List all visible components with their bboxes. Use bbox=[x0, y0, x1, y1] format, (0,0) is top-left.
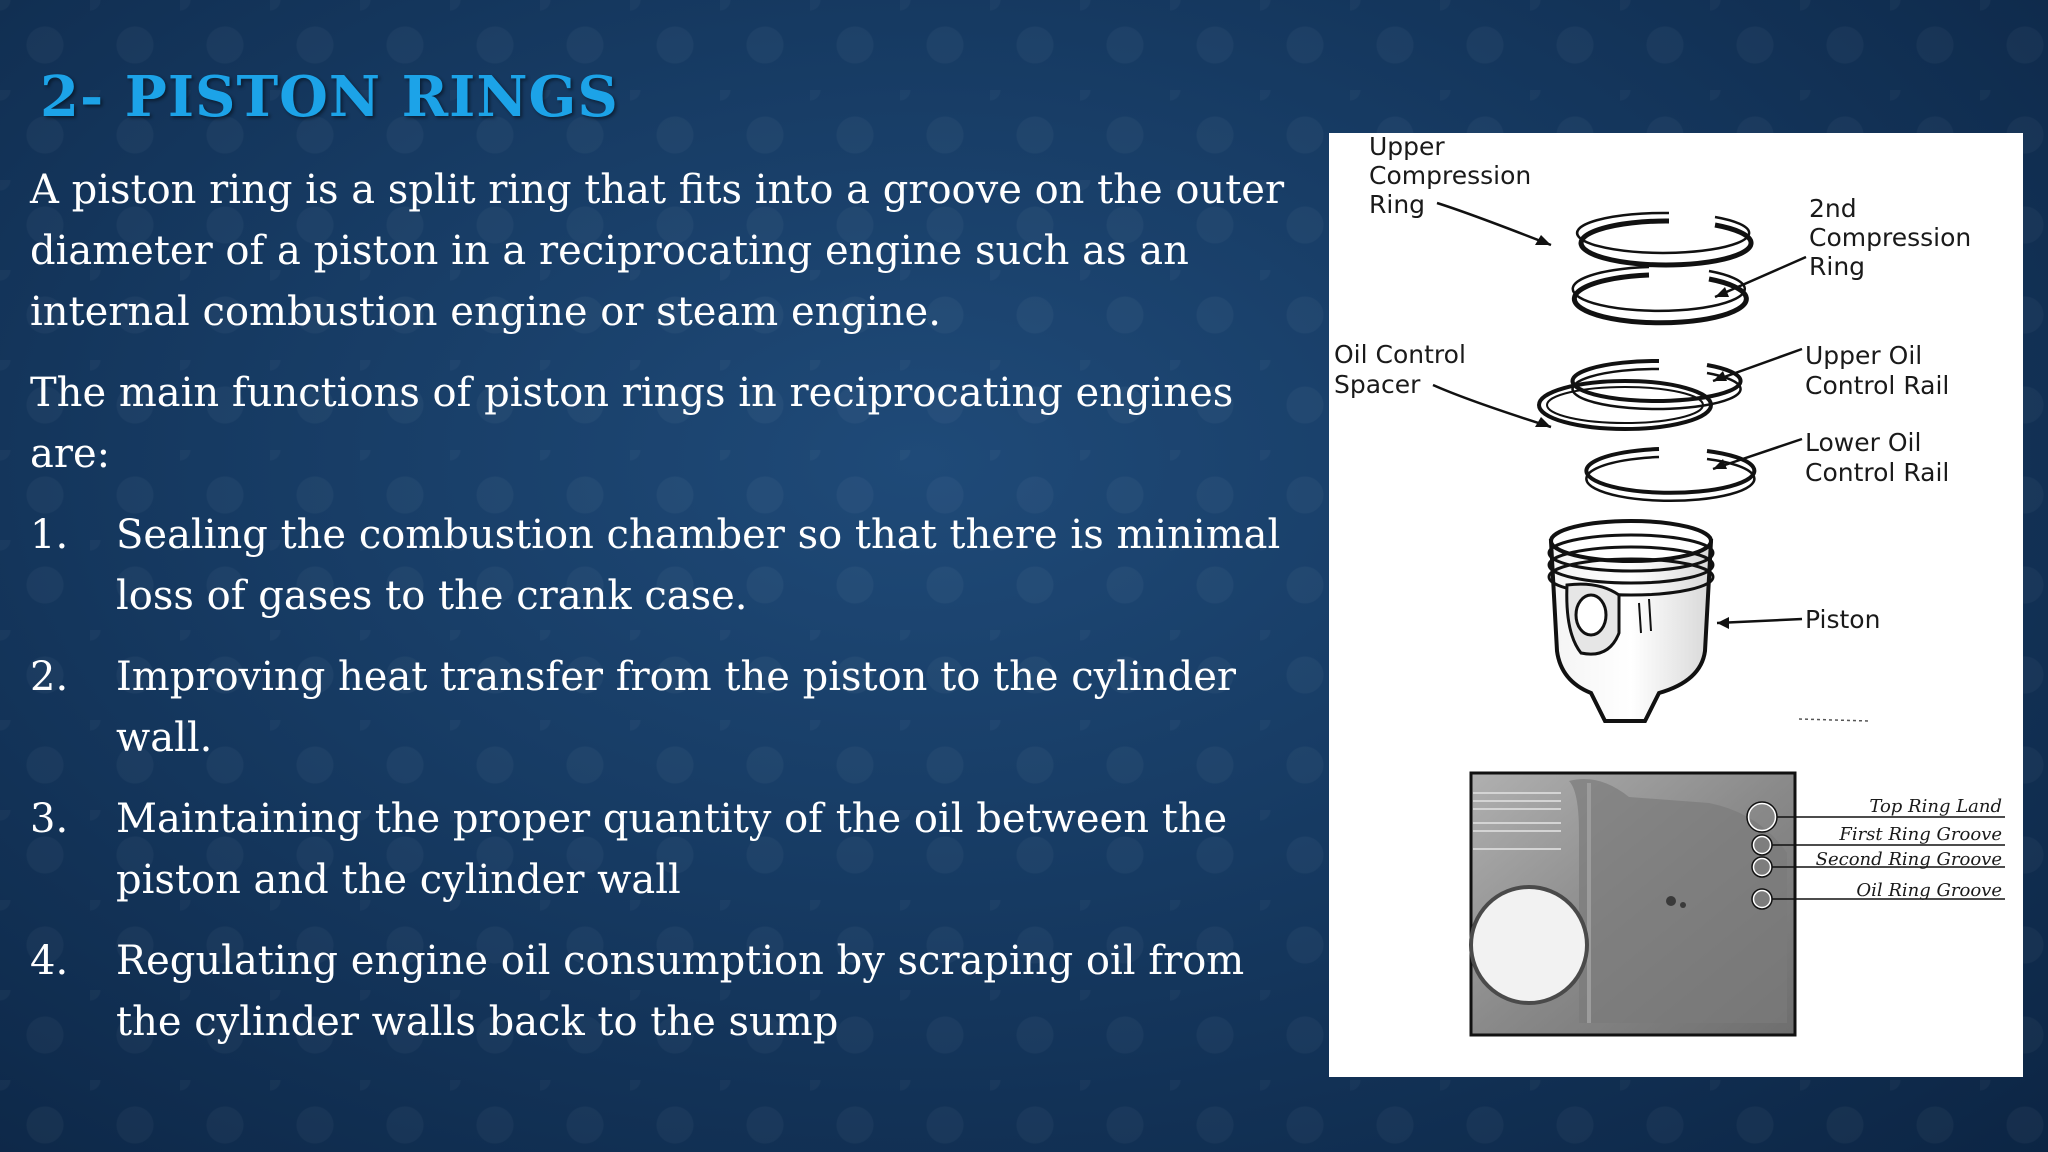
piston-illustration bbox=[1547, 519, 1715, 723]
label-lower-oil-line2: Control Rail bbox=[1805, 458, 1949, 487]
list-item-text: Improving heat transfer from the piston … bbox=[116, 654, 1236, 761]
list-item-text: Sealing the combustion chamber so that t… bbox=[116, 512, 1281, 619]
list-item-number: 4. bbox=[30, 938, 69, 984]
list-item: 4. Regulating engine oil consumption by … bbox=[30, 931, 1300, 1053]
label-first-ring-groove: First Ring Groove bbox=[1838, 824, 2002, 845]
label-second-compression-line3: Ring bbox=[1809, 252, 1865, 281]
list-item: 2. Improving heat transfer from the pist… bbox=[30, 647, 1300, 769]
label-oil-ring-groove: Oil Ring Groove bbox=[1856, 880, 2002, 901]
piston-groove-photo bbox=[1469, 771, 1797, 1037]
groove-callout-lines bbox=[1772, 816, 2005, 900]
upper-oil-control-rail bbox=[1570, 358, 1743, 411]
label-upper-compression-line3: Ring bbox=[1369, 190, 1425, 219]
label-oil-spacer-line2: Spacer bbox=[1334, 370, 1421, 399]
label-piston: Piston bbox=[1805, 605, 1880, 634]
label-top-ring-land: Top Ring Land bbox=[1869, 796, 2002, 817]
list-item-text: Regulating engine oil consumption by scr… bbox=[116, 938, 1245, 1045]
label-second-compression-line1: 2nd bbox=[1809, 194, 1857, 223]
label-upper-oil-line2: Control Rail bbox=[1805, 371, 1949, 400]
list-item-number: 3. bbox=[30, 796, 69, 842]
label-upper-oil-line1: Upper Oil bbox=[1805, 341, 1922, 370]
functions-list: 1. Sealing the combustion chamber so tha… bbox=[30, 505, 1300, 1053]
list-item-number: 1. bbox=[30, 512, 69, 558]
slide-body: A piston ring is a split ring that fits … bbox=[30, 160, 1300, 1073]
slide-title: 2- PISTON RINGS bbox=[40, 64, 619, 130]
paragraph-functions-intro: The main functions of piston rings in re… bbox=[30, 370, 1234, 477]
list-item: 1. Sealing the combustion chamber so tha… bbox=[30, 505, 1300, 627]
oil-control-spacer bbox=[1537, 379, 1713, 431]
upper-compression-ring bbox=[1575, 211, 1754, 268]
piston-ring-diagram: Upper Compression Ring 2nd Compression R… bbox=[1329, 133, 2023, 1077]
lower-oil-control-rail bbox=[1584, 447, 1757, 503]
second-compression-ring bbox=[1571, 265, 1749, 326]
arrowheads bbox=[1535, 235, 1729, 629]
label-upper-compression-line1: Upper bbox=[1369, 133, 1445, 161]
list-item-text: Maintaining the proper quantity of the o… bbox=[116, 796, 1228, 903]
label-lower-oil-line1: Lower Oil bbox=[1805, 428, 1921, 457]
leader-lines bbox=[1432, 201, 1807, 625]
list-item-number: 2. bbox=[30, 654, 69, 700]
label-second-ring-groove: Second Ring Groove bbox=[1816, 849, 2002, 870]
label-oil-spacer-line1: Oil Control bbox=[1334, 340, 1466, 369]
list-item: 3. Maintaining the proper quantity of th… bbox=[30, 789, 1300, 911]
label-second-compression-line2: Compression bbox=[1809, 223, 1971, 252]
dotted-connector bbox=[1798, 718, 1870, 722]
label-upper-compression-line2: Compression bbox=[1369, 161, 1531, 190]
piston-ring-diagram-svg: Upper Compression Ring 2nd Compression R… bbox=[1334, 133, 2005, 1037]
paragraph-definition: A piston ring is a split ring that fits … bbox=[30, 167, 1285, 335]
